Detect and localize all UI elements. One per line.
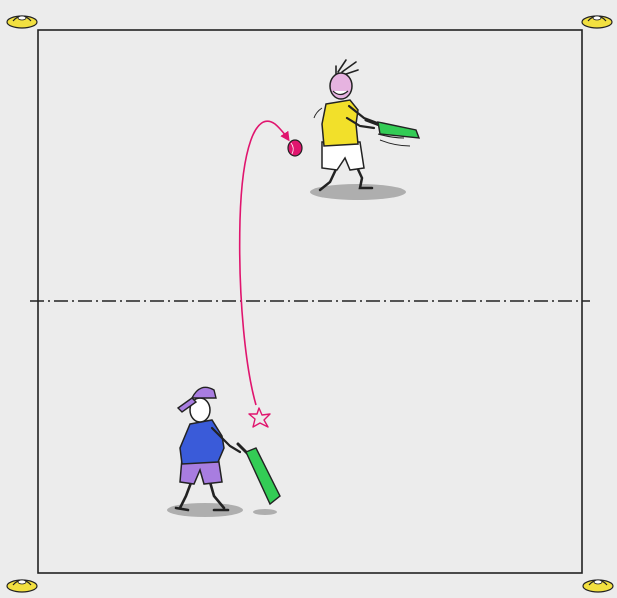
batter-top-shirt	[322, 100, 358, 146]
bounce-star-icon	[249, 408, 270, 427]
batter-top	[310, 60, 419, 200]
square-court	[38, 30, 582, 573]
batter-bottom	[167, 387, 280, 517]
batter-top-head	[330, 73, 352, 99]
ball	[288, 140, 302, 156]
cone-bottom-left	[7, 580, 37, 592]
batter-bottom-cap	[192, 387, 216, 398]
batter-bottom-bat	[238, 444, 280, 504]
cone-bottom-right	[583, 580, 613, 592]
cone-top-left	[7, 16, 37, 28]
cone-top-right	[582, 16, 612, 28]
ball-trajectory	[240, 121, 288, 405]
batter-bottom-shirt	[180, 420, 224, 464]
